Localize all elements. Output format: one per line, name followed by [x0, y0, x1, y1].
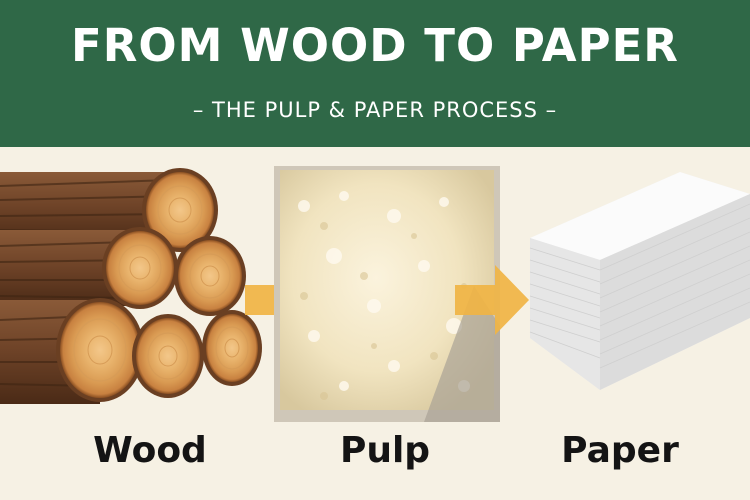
arrow-right-icon: [455, 265, 529, 335]
title-banner: FROM WOOD TO PAPER – THE PULP & PAPER PR…: [0, 0, 750, 147]
log-bottom-middle: [132, 314, 204, 398]
stage-label-pulp: Pulp: [339, 430, 431, 471]
page-subtitle: – THE PULP & PAPER PROCESS –: [192, 98, 558, 122]
log-middle-right: [174, 236, 246, 316]
page-title: FROM WOOD TO PAPER: [71, 19, 679, 72]
log-bottom-left: [0, 298, 144, 404]
paper-stack-image: [529, 172, 750, 390]
wood-logs-image: [0, 168, 262, 404]
log-middle-left: [0, 227, 178, 309]
log-bottom-right: [202, 310, 262, 386]
pulp-image: [274, 166, 500, 422]
stage-label-wood: Wood: [93, 430, 207, 471]
stage-label-paper: Paper: [561, 430, 679, 471]
